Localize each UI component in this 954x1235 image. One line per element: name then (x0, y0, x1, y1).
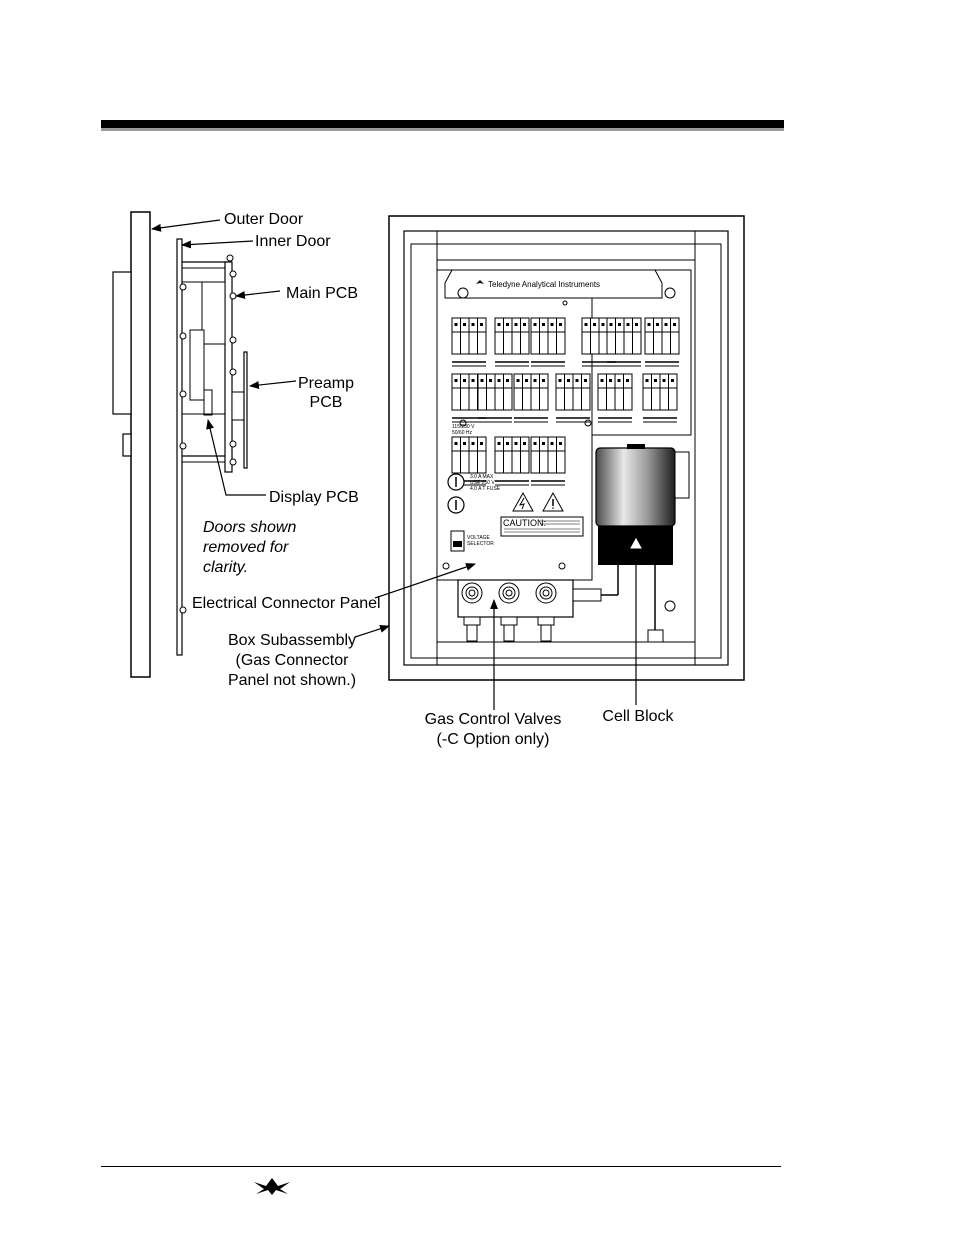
voltage-selector-label-1: VOLTAGE (467, 535, 491, 541)
outer-door-label: Outer Door (224, 211, 304, 228)
gas-valves-label-1: Gas Control Valves (425, 711, 562, 728)
electric-shock-icon (512, 491, 534, 512)
box-subassembly-arrow (354, 624, 390, 638)
preamp-pcb-shape (243, 351, 248, 469)
gas-control-valves-shape (457, 565, 619, 642)
voltage-rating-1: 115/230 V (452, 424, 475, 430)
electrical-connector-panel-label: Electrical Connector Panel (192, 595, 381, 612)
cell-block-label: Cell Block (602, 708, 674, 725)
brand-logo-icon (476, 280, 484, 284)
voltage-selector-label-2: SELECTOR (467, 541, 494, 547)
outer-door-handle (112, 271, 132, 415)
brand-text: Teledyne Analytical Instruments (488, 280, 600, 289)
fuse-rating-2: USE 250 V (470, 480, 495, 486)
fuse-rating-3: 4.0 A T FUSE (470, 486, 501, 492)
main-pcb-label: Main PCB (286, 285, 358, 302)
doors-note-line-3: clarity. (203, 559, 248, 576)
outer-door-shape (130, 211, 151, 678)
inner-door-label: Inner Door (255, 233, 331, 250)
voltage-rating-2: 50/60 Hz (452, 430, 473, 436)
display-pcb-label: Display PCB (269, 489, 359, 506)
fuse-rating-1: 3.0 A MAX (470, 474, 494, 480)
doors-note-line-2: removed for (203, 539, 289, 556)
gas-valves-label-2: (-C Option only) (437, 731, 550, 748)
preamp-pcb-label-1: Preamp (298, 375, 354, 392)
side-view (112, 211, 248, 678)
inner-door-arrow (181, 240, 254, 249)
box-subassembly-label-1: Box Subassembly (228, 632, 356, 649)
front-view: Teledyne Analytical Instruments (388, 215, 745, 681)
box-subassembly-label-2: (Gas Connector (236, 652, 350, 669)
doors-note-line-1: Doors shown (203, 519, 296, 536)
header-rule (101, 120, 784, 128)
outer-door-latch (122, 433, 132, 457)
main-pcb-shape (224, 261, 233, 473)
teledyne-logo-icon (254, 1178, 290, 1195)
outer-door-arrow (151, 219, 221, 232)
caution-label (500, 516, 584, 537)
footer-rule (101, 1166, 781, 1167)
electrical-panel-arrow (374, 563, 476, 599)
main-pcb-arrow (235, 290, 281, 299)
display-pcb-arrow (206, 419, 266, 496)
preamp-pcb-label-2: PCB (310, 394, 343, 411)
caution-text: CAUTION: (503, 518, 546, 528)
box-subassembly-label-3: Panel not shown.) (228, 672, 356, 689)
preamp-pcb-arrow (249, 380, 297, 390)
header-rule-shadow (101, 128, 784, 131)
